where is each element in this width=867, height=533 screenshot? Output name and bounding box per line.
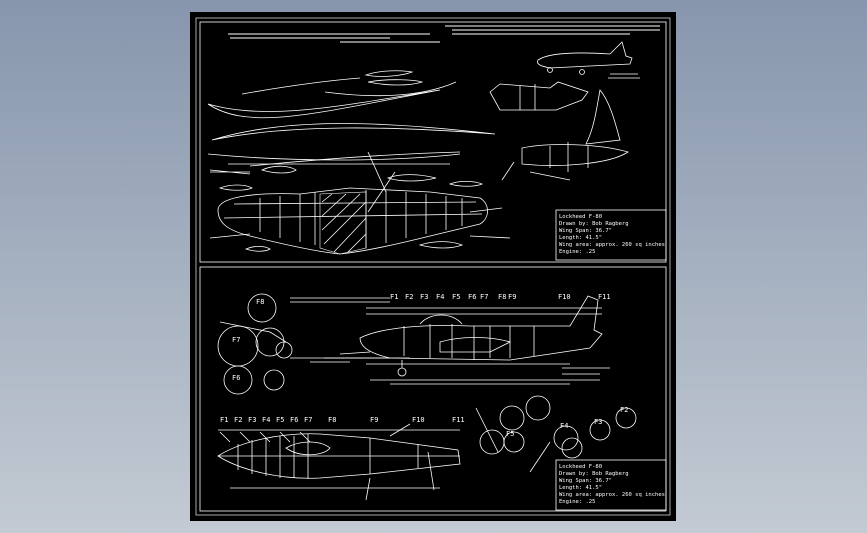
former-label: F3 [594,418,602,426]
station-label: F9 [508,293,516,301]
top-station-labels: F1 F2 F3 F4 F5 F6 F7 F8 F9 F10 F11 [220,416,465,424]
title-line: Wing area: approx. 260 sq inches [559,492,665,498]
title-line: Wing Span: 36.7" [559,228,612,234]
station-label: F3 [248,416,256,424]
former-label: F8 [256,298,264,306]
station-label: F7 [304,416,312,424]
sheet-border [195,17,671,516]
station-label: F5 [276,416,284,424]
station-label: F4 [436,293,444,301]
station-label: F11 [598,293,611,301]
wing-plan-view [209,151,511,255]
fuselage-side-view [324,295,603,377]
title-line: Engine: .25 [559,499,595,505]
station-label: F6 [290,416,298,424]
title-line: Wing area: approx. 260 sq inches [559,242,665,248]
title-line: Drawn by: Bob Ragberg [559,221,629,227]
title-block-bottom-box [555,459,667,511]
station-label: F9 [370,416,378,424]
former-label: F6 [232,374,240,382]
notes-text-top [228,25,660,43]
fuselage-formers [217,293,637,473]
title-line: Engine: .25 [559,249,595,255]
tail-views [489,81,629,181]
aircraft-side-view-small [537,41,640,79]
former-label: F5 [506,430,514,438]
title-line: Wing Span: 36.7" [559,478,612,484]
title-line: Lockheed F-80 [559,214,602,220]
bottom-panel-border [199,266,667,512]
top-panel-border [199,21,667,263]
title-line: Drawn by: Bob Ragberg [559,471,629,477]
station-label: F7 [480,293,488,301]
former-label: F7 [232,336,240,344]
title-block-top: Lockheed F-80 Drawn by: Bob Ragberg Wing… [559,214,665,255]
title-block-bottom: Lockheed F-80 Drawn by: Bob Ragberg Wing… [559,464,665,505]
fuselage-top-view [217,423,461,501]
station-label: F2 [234,416,242,424]
station-label: F10 [558,293,571,301]
title-line: Length: 41.5" [559,485,602,491]
station-label: F8 [498,293,506,301]
wing-spars [207,77,496,167]
cad-drawing: F1 F2 F3 F4 F5 F6 F7 F8 F9 F10 F11 F1 F2… [195,17,671,516]
station-label: F8 [328,416,336,424]
title-line: Lockheed F-80 [559,464,602,470]
notes-text-bottom [290,297,610,385]
side-station-labels: F1 F2 F3 F4 F5 F6 F7 F8 F9 F10 F11 [390,293,611,301]
former-label: F2 [620,406,628,414]
station-label: F1 [220,416,228,424]
station-label: F11 [452,416,465,424]
title-line: Length: 41.5" [559,235,602,241]
former-label: F4 [560,422,568,430]
station-label: F2 [405,293,413,301]
airfoil-sections [209,70,484,252]
former-labels: F8 F7 F6 F5 F4 F3 F2 [232,298,628,438]
drawing-sheet: F1 F2 F3 F4 F5 F6 F7 F8 F9 F10 F11 F1 F2… [190,12,676,521]
station-label: F3 [420,293,428,301]
station-label: F4 [262,416,270,424]
station-label: F1 [390,293,398,301]
station-label: F6 [468,293,476,301]
station-label: F10 [412,416,425,424]
station-label: F5 [452,293,460,301]
title-block-top-box [555,209,667,261]
